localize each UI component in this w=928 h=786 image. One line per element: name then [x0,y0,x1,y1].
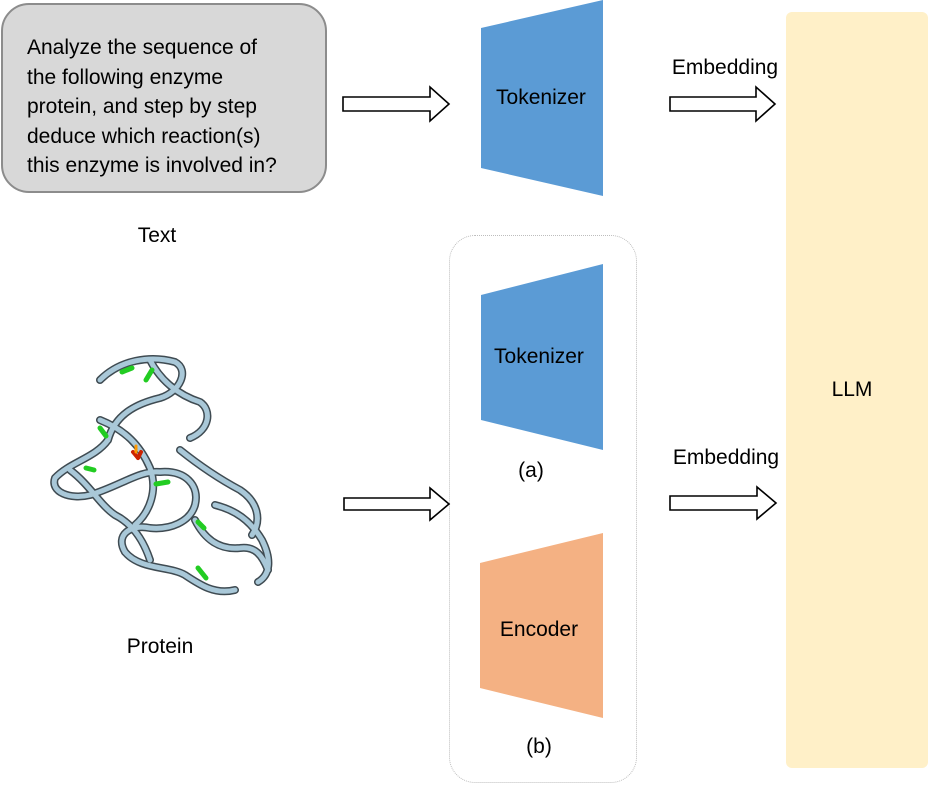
tokenizer-bottom-shape [481,264,603,450]
prompt-line: the following enzyme [27,65,224,89]
protein-structure-icon [50,355,273,596]
option-b-label: (b) [526,735,552,758]
prompt-text: Analyze the sequence of the following en… [27,33,323,181]
hollow-right-arrow-icon [342,85,451,123]
prompt-line: this enzyme is involved in? [27,154,277,177]
encoder-shape [480,533,603,718]
llm-block [786,12,928,768]
option-group-frame [449,235,637,783]
tokenizer-top-shape [481,0,603,196]
prompt-box: Analyze the sequence of the following en… [1,3,327,193]
embedding-bottom-label: Embedding [672,446,780,469]
llm-label: LLM [831,378,873,401]
text-input-label: Text [137,224,177,247]
prompt-line: protein, and step by step [27,95,257,118]
tokenizer-top-label: Tokenizer [496,86,586,109]
hollow-right-arrow-icon [343,486,451,522]
prompt-line: deduce which reaction(s) [27,124,261,148]
tokenizer-bottom-label: Tokenizer [494,345,584,368]
embedding-top-label: Embedding [671,56,779,79]
option-a-label: (a) [518,459,544,482]
hollow-right-arrow-icon [669,85,777,123]
prompt-line: Analyze the sequence of [27,36,257,59]
hollow-right-arrow-icon [669,485,778,521]
encoder-label: Encoder [499,618,579,641]
protein-input-label: Protein [126,635,194,658]
